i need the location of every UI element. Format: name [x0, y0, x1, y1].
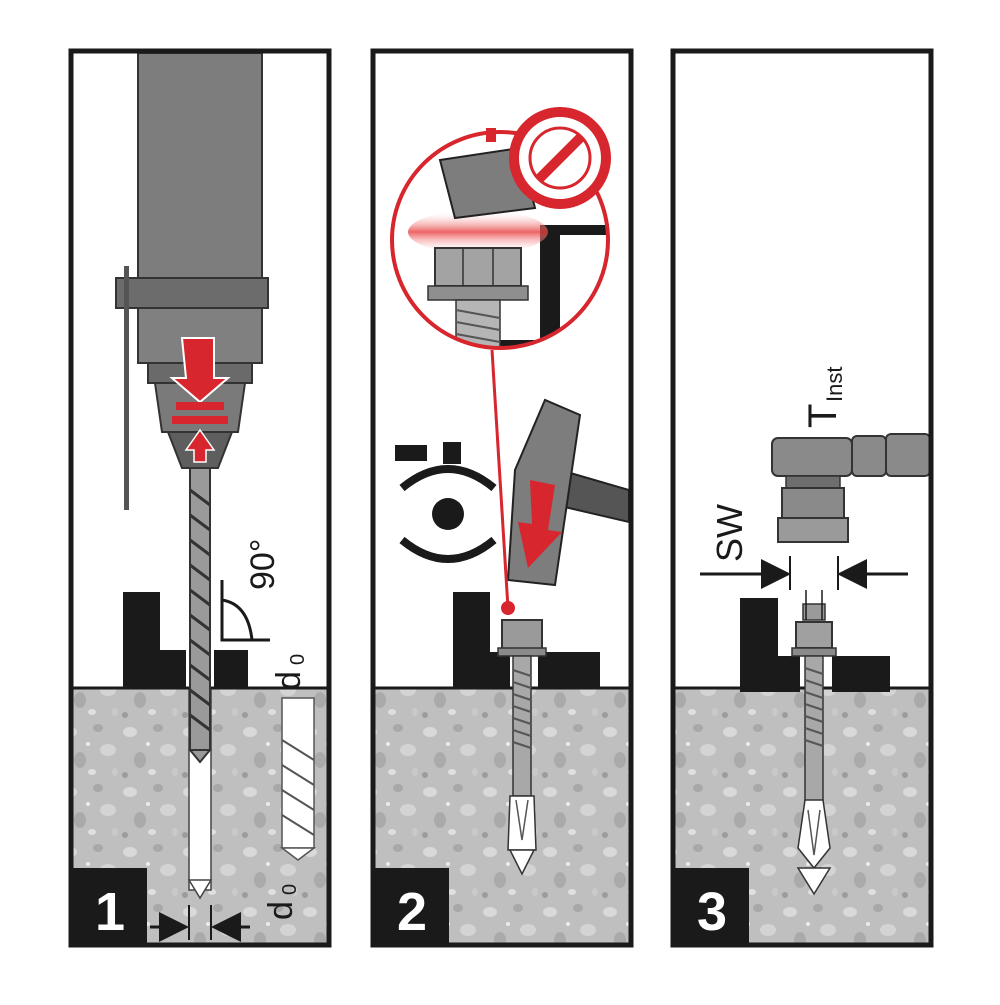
hammer-icon — [506, 398, 629, 587]
panel-3-frame — [670, 48, 934, 948]
step-badge-2 — [375, 868, 449, 943]
drill-bit — [187, 467, 213, 764]
wrench-size-label: SW — [709, 504, 750, 562]
torque-wrench-icon — [771, 433, 929, 543]
wrench-size-dimension — [700, 556, 908, 620]
drill-icon — [115, 53, 269, 510]
hole-dimension-label-sub: 0 — [279, 884, 301, 895]
detail-pointer — [490, 349, 510, 609]
fixture-part — [123, 592, 186, 688]
step-badge-3 — [675, 868, 749, 943]
panel-3-torque: T Inst SW 3 — [675, 53, 929, 943]
step-number-3: 3 — [697, 882, 727, 942]
step-badge-1 — [73, 868, 147, 943]
step-number-1: 1 — [95, 882, 125, 942]
angle-label: 90° — [244, 539, 282, 590]
panel-2-frame — [370, 48, 634, 948]
prohibition-icon — [486, 107, 611, 209]
panel-1-frame — [68, 48, 332, 948]
diameter-label: d — [270, 671, 308, 690]
fixture-part — [453, 592, 510, 688]
torque-label: T — [801, 404, 845, 428]
torque-label-sub: Inst — [822, 367, 847, 402]
anchor-bolt — [497, 619, 547, 876]
hole-dimension — [150, 905, 250, 942]
panel-1-drilling: 90° d 0 d 0 1 — [73, 53, 327, 943]
anchor-bolt — [791, 603, 837, 896]
eye-icon — [395, 442, 497, 563]
angle-marker — [220, 580, 270, 642]
drill-bit-detail — [279, 697, 317, 861]
fixture-part — [740, 598, 800, 692]
diameter-label-sub: 0 — [287, 654, 309, 665]
panel-2-setting: 2 — [375, 53, 629, 943]
step-number-2: 2 — [397, 882, 427, 942]
hole-dimension-label: d — [262, 901, 300, 920]
